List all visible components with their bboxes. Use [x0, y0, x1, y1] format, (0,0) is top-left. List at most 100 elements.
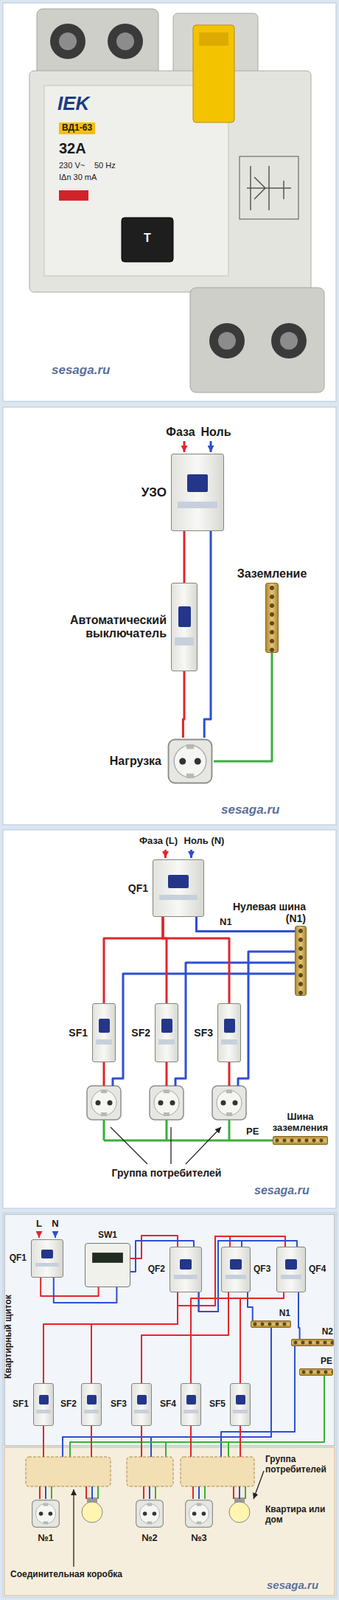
text-label: №1 — [37, 1531, 54, 1543]
consumer-wire — [154, 1484, 157, 1498]
terminal — [107, 23, 143, 59]
wire — [43, 1291, 178, 1382]
toggle — [179, 1257, 193, 1269]
panel — [2, 1211, 337, 1596]
consumer-wire — [148, 1484, 151, 1498]
circuit-breaker: SF3 — [131, 1381, 152, 1425]
node-label: SF1 — [68, 1025, 88, 1038]
text-label: Ноль (N) — [184, 834, 225, 847]
text-label: N — [51, 1217, 59, 1229]
label-strip — [84, 1408, 99, 1413]
panel — [2, 829, 337, 1208]
toggle — [224, 1017, 236, 1032]
wire — [240, 1291, 284, 1382]
text-label: Соединительная коробка — [10, 1568, 123, 1579]
node-label: PE — [320, 1355, 333, 1366]
phase-arrow — [164, 848, 167, 858]
node-label: Автоматический выключатель — [41, 613, 167, 641]
leader-arrow — [253, 1469, 264, 1498]
junction-box — [25, 1455, 111, 1485]
node-label: QF4 — [308, 1263, 326, 1274]
phase-arrow — [183, 440, 186, 452]
circuit-breaker: SF5 — [229, 1381, 251, 1425]
screw — [218, 331, 236, 350]
wire — [141, 1291, 229, 1382]
text-label: sesaga.ru — [254, 1182, 310, 1197]
circuit-breaker: SF1 — [92, 1002, 116, 1062]
socket-outlet — [136, 1498, 164, 1527]
node-label: SF2 — [131, 1025, 151, 1038]
label-strip — [159, 893, 198, 900]
text-label: sesaga.ru — [266, 1577, 319, 1590]
consumer-wire — [198, 1484, 200, 1498]
label-strip — [35, 1261, 59, 1266]
phase-arrow — [38, 1229, 40, 1237]
terminal-bus: Шина заземления — [272, 1134, 328, 1144]
wire — [204, 530, 211, 737]
screw — [116, 32, 135, 51]
consumer-wire — [244, 1484, 247, 1498]
label-strip — [221, 1038, 239, 1044]
consumer-wire — [44, 1484, 47, 1498]
terminal-bus: N1 — [250, 1319, 292, 1327]
terminal — [50, 23, 86, 59]
wire — [103, 916, 163, 1003]
phase-wire — [90, 1424, 93, 1456]
node-label: SF3 — [193, 1025, 213, 1038]
lamp — [81, 1500, 103, 1522]
wire-drops — [39, 1424, 246, 1498]
toggle — [178, 605, 191, 627]
rcd-device: QF1 — [152, 858, 205, 917]
text-label: Квартира или дом — [265, 1503, 337, 1525]
circuit-breaker: SF3 — [217, 1002, 241, 1062]
node-label: SF5 — [209, 1398, 226, 1409]
text-label: 50 Hz — [94, 160, 116, 171]
circuit-breaker: Автоматический выключатель — [170, 582, 198, 671]
neutral-arrow — [54, 1229, 57, 1237]
circuit-breaker: SF2 — [81, 1381, 102, 1425]
toggle — [229, 1257, 241, 1269]
label-strip — [173, 1273, 198, 1278]
toggle — [137, 1393, 147, 1404]
text-label: 32A — [58, 140, 87, 157]
socket-icon — [166, 736, 214, 785]
schematic-icon — [239, 156, 299, 219]
terminal-bus: Заземление — [265, 582, 279, 653]
phase-wire — [140, 1424, 143, 1456]
leader-arrow — [72, 1487, 74, 1566]
phase-wire — [190, 1424, 192, 1456]
energy-meter: SW1 — [84, 1241, 131, 1286]
rcd-body — [29, 70, 311, 292]
rcd-device: QF1 — [30, 1238, 64, 1277]
schematic-icon — [246, 165, 292, 211]
toggle — [161, 1017, 173, 1032]
neutral-arrow — [210, 440, 213, 452]
toggle — [187, 473, 208, 493]
junction-box — [180, 1455, 255, 1485]
rcd-device: QF4 — [276, 1245, 306, 1292]
text-label: Фаза (L) — [139, 834, 178, 847]
toggle — [168, 874, 188, 888]
label-strip — [232, 1408, 248, 1413]
node-label: QF1 — [9, 1252, 27, 1263]
wire — [190, 1291, 284, 1382]
text-label: T — [143, 231, 152, 245]
terminal-block — [190, 287, 325, 393]
socket-outlet — [149, 1084, 184, 1119]
label-strip — [225, 1273, 247, 1278]
toggle — [86, 1393, 97, 1404]
consumer-wire — [232, 1484, 235, 1498]
text-label: Группа потребителей — [265, 1453, 337, 1474]
terminal-bus: Нулевая шина (N1) — [294, 924, 307, 995]
circuit-breaker: SF2 — [154, 1002, 179, 1062]
label-strip — [95, 1038, 113, 1044]
node-label: SF3 — [110, 1398, 127, 1409]
socket-outlet: Нагрузка — [166, 736, 214, 785]
socket-outlet — [185, 1498, 213, 1527]
wire-label: N1 — [218, 916, 234, 928]
text-label: Фаза — [165, 425, 195, 439]
screw — [280, 331, 298, 350]
phase-wire — [42, 1424, 45, 1456]
text-label: PE — [246, 1125, 259, 1137]
